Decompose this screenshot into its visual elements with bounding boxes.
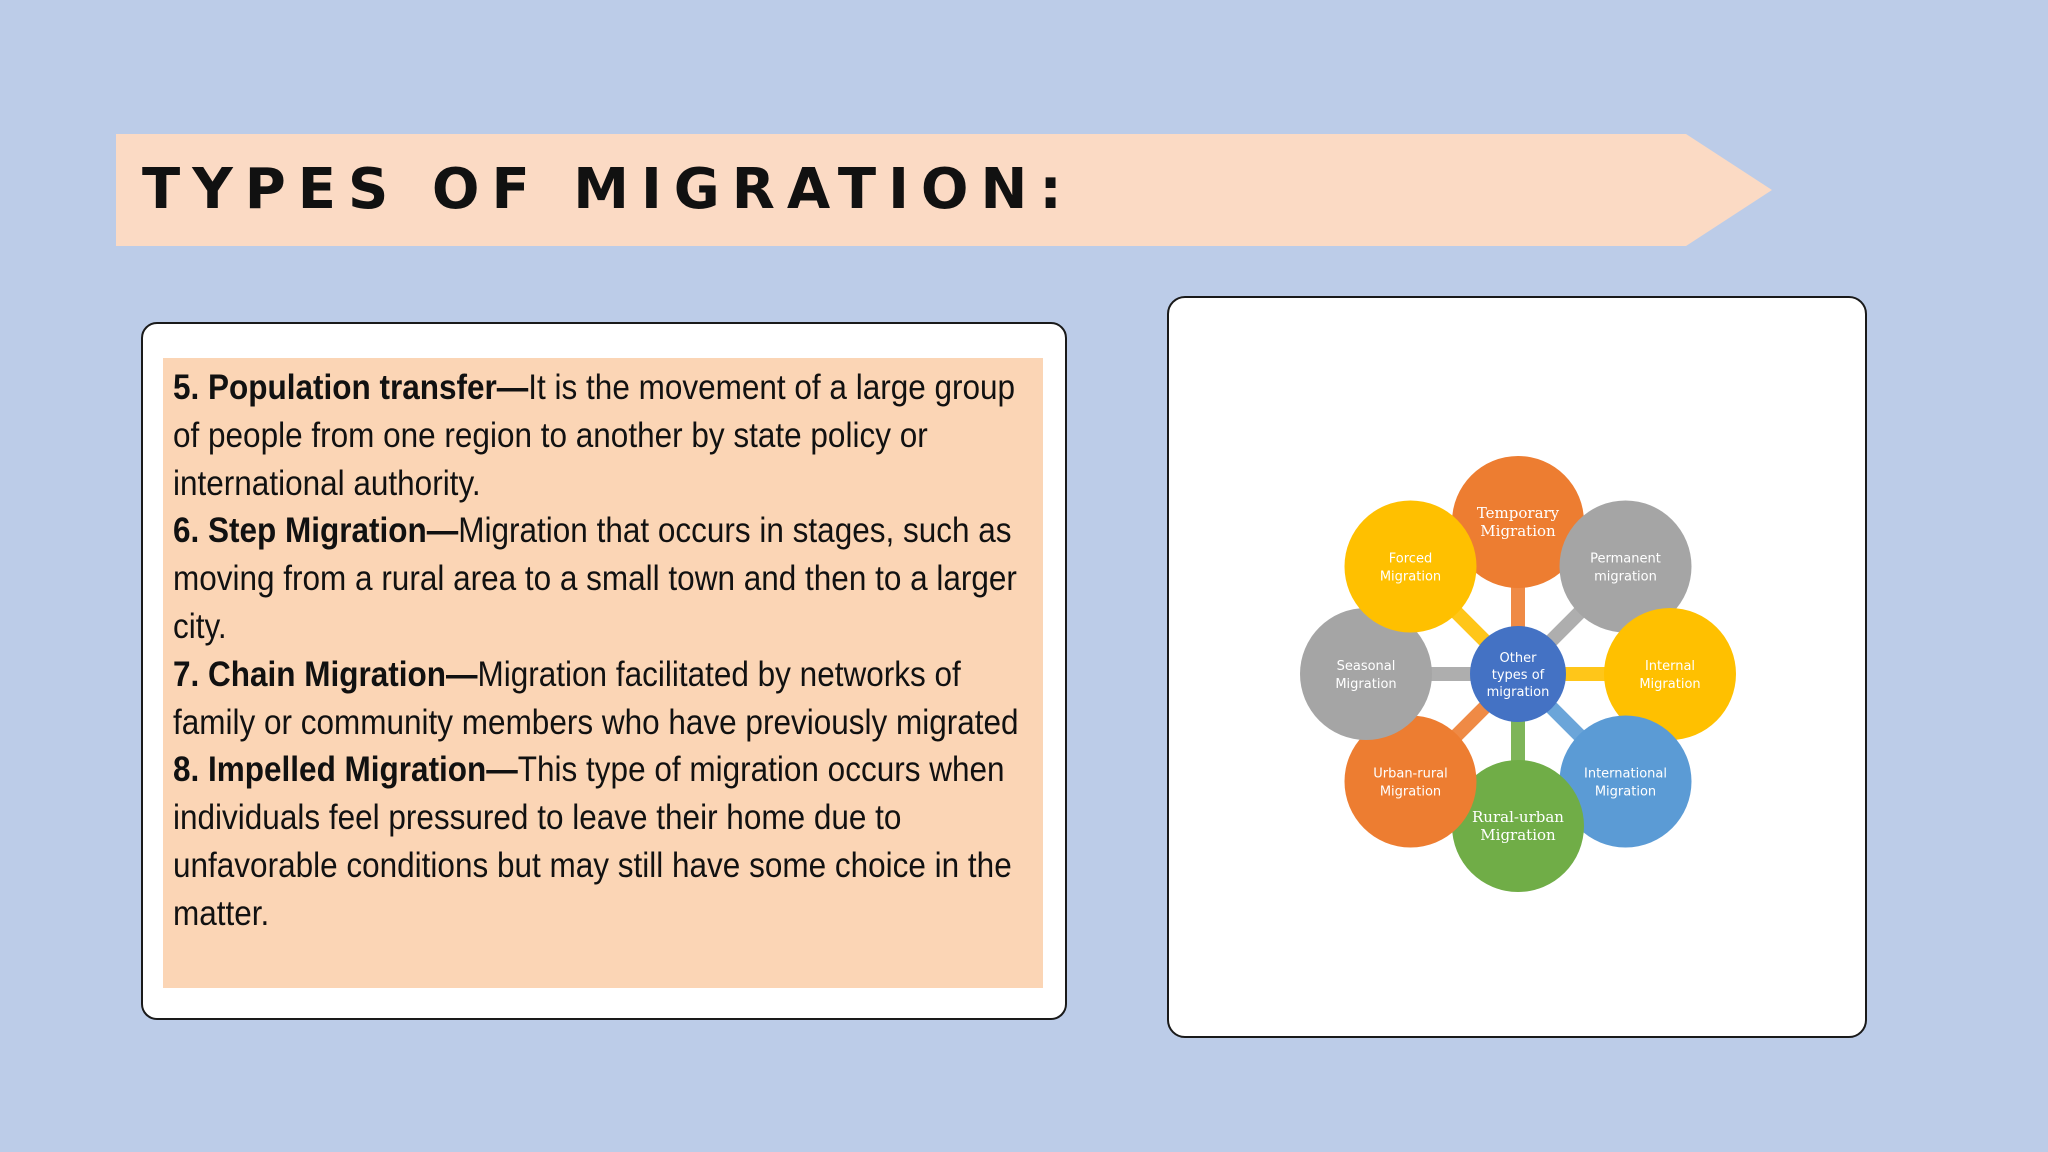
diagram-node-label-5: Urban-rural [1373,767,1448,782]
diagram-node-sublabel-1: migration [1594,570,1657,585]
diagram-node-label-1: Permanent [1590,552,1661,567]
diagram-node-label-3: International [1584,767,1667,782]
diagram-node-sublabel-7: Migration [1380,570,1441,585]
diagram-node-label-7: Forced [1389,552,1432,567]
migration-types-diagram: TemporaryMigrationPermanentmigrationInte… [1300,456,1736,892]
diagram-node-7 [1344,500,1477,633]
diagram-center-label-1: Other [1500,651,1538,666]
migration-types-paragraph: 5. Population transfer—It is the movemen… [173,364,1037,938]
title-banner: TYPES OF MIGRATION: [116,134,1772,246]
text-card: 5. Population transfer—It is the movemen… [141,322,1067,1020]
diagram-node-6 [1300,608,1432,740]
diagram-node-0 [1452,456,1584,588]
diagram-node-label-0: Temporary [1477,504,1560,522]
diagram-node-1 [1559,500,1692,633]
diagram-node-5 [1344,715,1477,848]
item-description-step-migration: Migration that occurs in stages, such as… [173,511,1017,646]
diagram-node-label-4: Rural-urban [1472,808,1564,826]
item-term-step-migration: 6. Step Migration— [173,511,459,551]
diagram-center-label-3: migration [1487,685,1550,700]
diagram-node-2 [1604,608,1736,740]
item-description-chain-migration: Migration facilitated by networks of fam… [173,654,1019,742]
diagram-node-sublabel-2: Migration [1639,677,1700,692]
diagram-node-4 [1452,760,1584,892]
diagram-node-sublabel-6: Migration [1335,677,1396,692]
diagram-node-sublabel-0: Migration [1480,522,1556,540]
item-term-chain-migration: 7. Chain Migration— [173,654,478,694]
item-description-population-transfer: It is the movement of a large group of p… [173,368,1016,503]
diagram-node-label-6: Seasonal [1337,659,1396,674]
diagram-center-node [1470,626,1566,722]
diagram-center-label-2: types of [1492,668,1545,683]
diagram-node-sublabel-3: Migration [1595,785,1656,800]
text-panel: 5. Population transfer—It is the movemen… [163,358,1043,988]
item-term-population-transfer: 5. Population transfer— [173,368,529,407]
diagram-node-3 [1559,715,1692,848]
diagram-node-label-2: Internal [1645,659,1695,674]
diagram-node-sublabel-5: Migration [1380,785,1441,800]
item-description-impelled-migration: This type of migration occurs when indiv… [173,750,1012,933]
slide-title: TYPES OF MIGRATION: [142,157,1074,222]
diagram-node-sublabel-4: Migration [1480,826,1556,844]
item-term-impelled-migration: 8. Impelled Migration— [173,750,518,790]
banner-arrow-shape [116,134,1772,246]
